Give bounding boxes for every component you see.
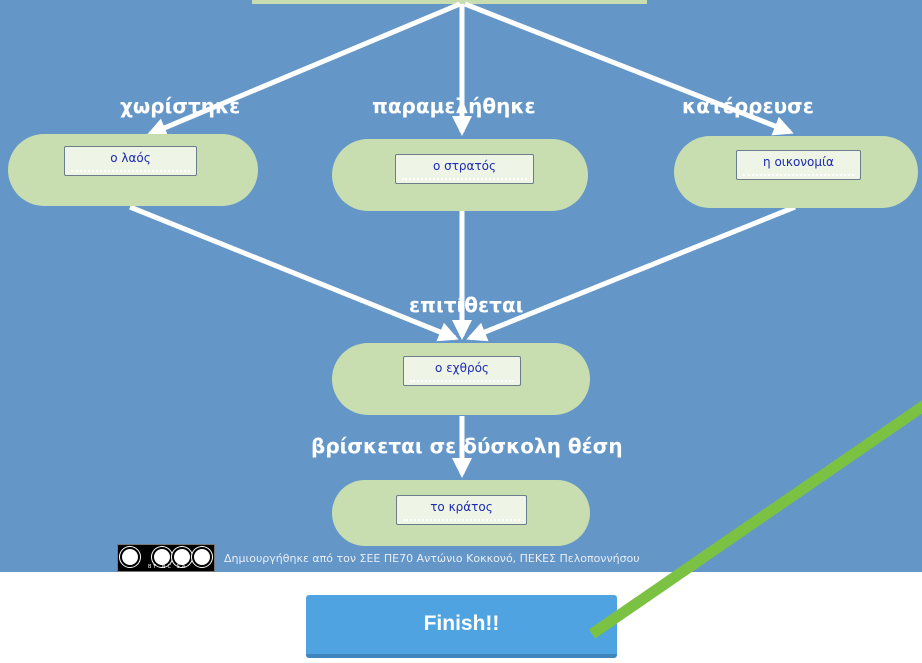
edge-label-collapsed: κατέρρευσε	[682, 94, 814, 118]
answer-field-state[interactable]: το κράτος	[396, 495, 527, 525]
edge-label-attacks: επιτίθεται	[409, 293, 524, 317]
connector-arrows	[129, 0, 796, 478]
top-node-sliver	[252, 0, 647, 4]
arrow-top-to-right	[464, 1, 794, 136]
license-tags: BY NC SA	[148, 564, 188, 570]
answer-field-people[interactable]: ο λαός	[64, 146, 197, 176]
edge-label-difficult-position: βρίσκεται σε δύσκολη θέση	[311, 434, 623, 458]
arrow-left-to-enemy	[129, 204, 459, 342]
creative-commons-badge-icon: BY NC SA	[117, 544, 215, 572]
edge-label-separated: χωρίστηκε	[120, 94, 241, 118]
answer-field-army[interactable]: ο στρατός	[395, 154, 534, 184]
arrow-top-to-left	[146, 1, 461, 138]
arrow-right-to-enemy	[466, 204, 796, 342]
concept-map-canvas: ο λαός ο στρατός η οικονομία ο εχθρός το…	[0, 0, 922, 572]
credit-text: Δημιουργήθηκε από τον ΣΕΕ ΠΕ70 Αντώνιο Κ…	[224, 551, 640, 565]
finish-button[interactable]: Finish!!	[306, 595, 617, 658]
answer-field-enemy[interactable]: ο εχθρός	[403, 356, 521, 386]
license-bar: BY NC SA Δημιουργήθηκε από τον ΣΕΕ ΠΕ70 …	[117, 544, 640, 572]
edge-label-neglected: παραμελήθηκε	[372, 94, 536, 118]
answer-field-economy[interactable]: η οικονομία	[736, 150, 861, 180]
